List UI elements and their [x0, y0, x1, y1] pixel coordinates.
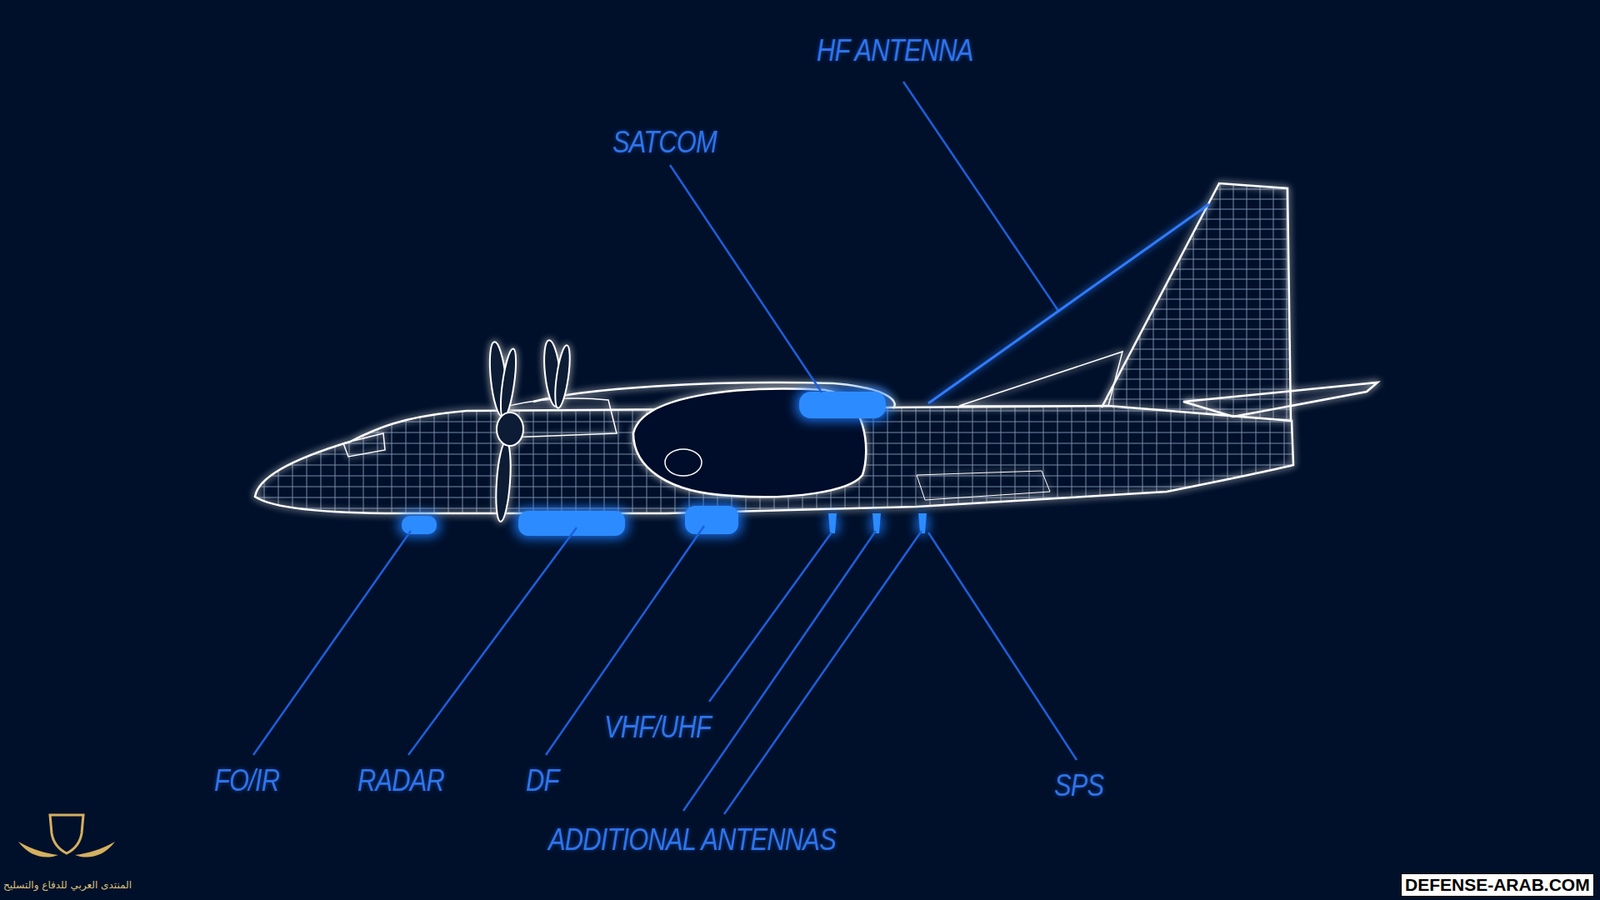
aircraft-outline	[255, 183, 1378, 514]
watermark: DEFENSE-ARAB.COM	[1400, 873, 1595, 897]
forum-logo	[18, 815, 115, 858]
propellers	[486, 339, 573, 522]
part-label: RADAR	[357, 763, 445, 799]
sensor-pods	[398, 389, 929, 539]
watermark-logo-text: المنتدى العربي للدفاع والتسليح	[3, 878, 132, 892]
leader-lines	[253, 81, 1210, 815]
part-label: FO/IR	[214, 763, 280, 799]
part-label: VHF/UHF	[604, 710, 711, 745]
part-label: ADDITIONAL ANTENNAS	[548, 822, 836, 858]
part-label: DF	[525, 763, 560, 799]
part-label: HF ANTENNA	[816, 33, 974, 69]
wire-grid-section	[1100, 179, 1292, 425]
part-label: SATCOM	[612, 125, 717, 160]
part-label: SPS	[1054, 768, 1104, 804]
wire-grid	[250, 179, 1300, 517]
